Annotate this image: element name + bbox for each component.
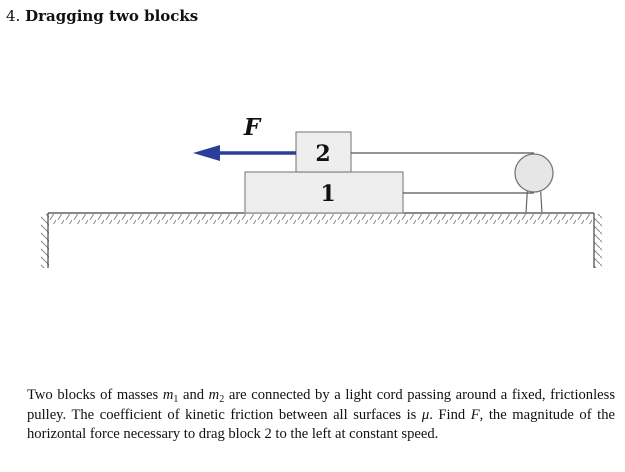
force-arrow: F <box>193 114 296 161</box>
blocks-figure: 1 2 F <box>41 114 602 268</box>
force-label: F <box>243 114 262 141</box>
cord <box>351 152 534 194</box>
block-1: 1 <box>244 171 404 214</box>
statement-text: , the magnitude of the horizontal force … <box>27 406 615 443</box>
statement-text: . Find <box>429 406 471 423</box>
pulley <box>514 153 554 214</box>
mass-symbol-2: m <box>208 387 220 403</box>
mass-symbol-1: m <box>162 387 174 403</box>
block-2: 2 <box>295 131 352 173</box>
problem-statement: Two blocks of masses m1 and m2 are conne… <box>27 386 615 445</box>
statement-text: and <box>178 387 209 403</box>
mass-subscript-1: 1 <box>173 394 179 405</box>
ground <box>41 212 602 268</box>
mass-subscript-2: 2 <box>219 394 225 405</box>
block-2-label: 2 <box>315 141 330 167</box>
statement-text: Two blocks of masses <box>27 387 163 403</box>
friction-coefficient-symbol: μ <box>421 406 430 423</box>
force-symbol: F <box>470 406 480 423</box>
problem-number: 4. <box>6 7 21 25</box>
block-1-label: 1 <box>320 181 335 207</box>
problem-heading: 4. Dragging two blocks <box>6 6 198 26</box>
problem-title: Dragging two blocks <box>25 7 199 25</box>
statement-text: are connected by a light cord passing ar… <box>27 387 615 423</box>
